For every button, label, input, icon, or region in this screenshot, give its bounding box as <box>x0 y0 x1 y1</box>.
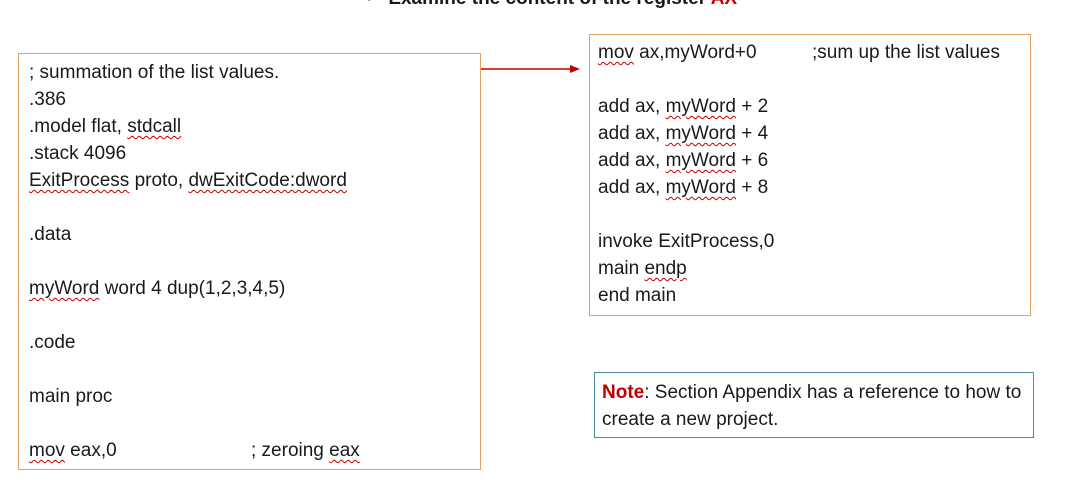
note-text: Note: Section Appendix has a reference t… <box>602 382 1022 430</box>
code-line: .model flat, stdcall <box>29 116 182 137</box>
code-line: ; summation of the list values. <box>29 62 280 83</box>
code-line: mov ax,myWord+0 <box>598 42 757 63</box>
code-line: myWord word 4 dup(1,2,3,4,5) <box>29 278 286 299</box>
code-line: add ax, myWord + 2 <box>598 96 769 117</box>
title-text: Examine the content of the register <box>388 0 710 9</box>
code-line: add ax, myWord + 4 <box>598 123 769 144</box>
summation-code-box: mov ax,myWord+0 ;sum up the list values … <box>589 34 1031 316</box>
code-line: .stack 4096 <box>29 143 127 164</box>
code-comment: ;sum up the list values <box>812 42 1000 63</box>
code-line: end main <box>598 285 677 306</box>
code-line: invoke ExitProcess,0 <box>598 231 775 252</box>
bullet-icon: • <box>366 0 372 9</box>
code-line: add ax, myWord + 8 <box>598 177 769 198</box>
code-line: main proc <box>29 386 113 407</box>
code-line: add ax, myWord + 6 <box>598 150 769 171</box>
code-line: main endp <box>598 258 687 279</box>
code-line: .data <box>29 224 72 245</box>
code-comment: ; zeroing eax <box>251 440 360 461</box>
slide-title: • Examine the content of the register AX <box>366 0 737 10</box>
note-label: Note <box>602 382 645 403</box>
title-register: AX <box>711 0 737 9</box>
code-line: .386 <box>29 89 66 110</box>
code-line: ExitProcess proto, dwExitCode:dword <box>29 170 347 191</box>
code-line: .code <box>29 332 76 353</box>
source-code-box: ; summation of the list values. .386 .mo… <box>18 53 481 470</box>
code-line: mov eax,0 <box>29 440 117 461</box>
note-box: Note: Section Appendix has a reference t… <box>594 372 1034 438</box>
stdcall-keyword: stdcall <box>127 116 182 137</box>
